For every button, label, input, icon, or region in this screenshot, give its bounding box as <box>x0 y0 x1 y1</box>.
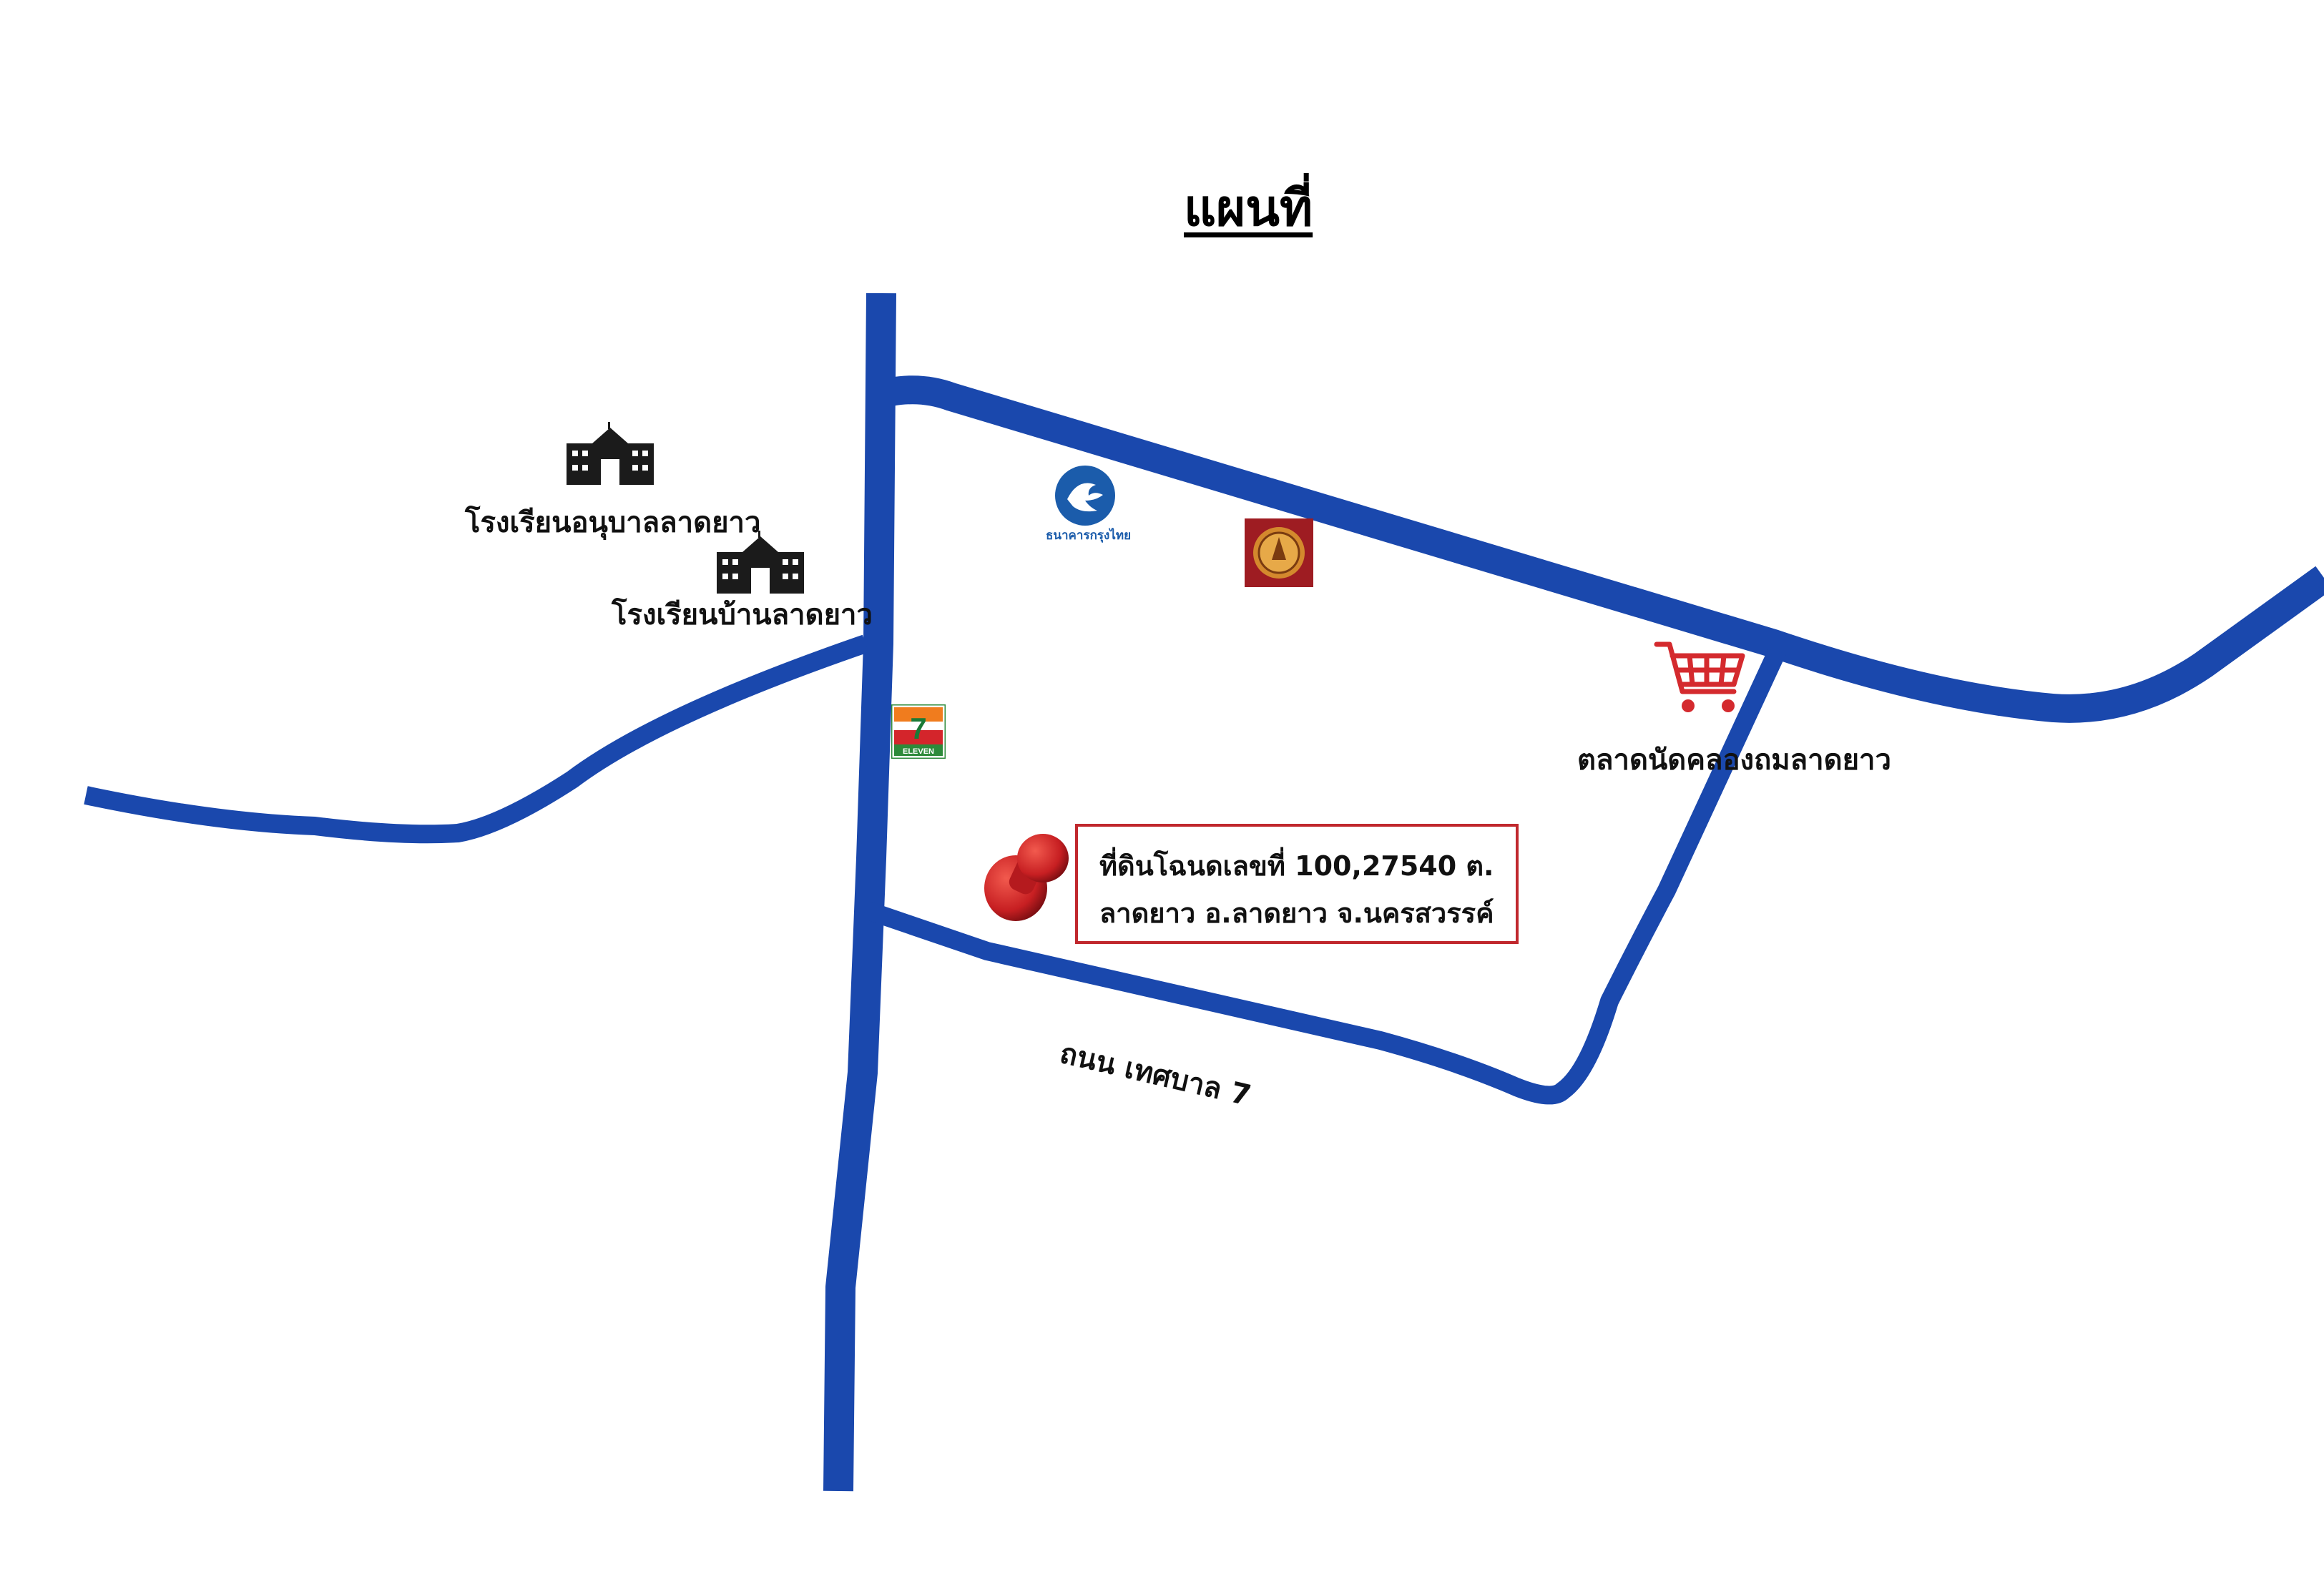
road-northeast <box>888 375 2324 723</box>
road-west <box>84 634 869 844</box>
location-pin-icon <box>984 834 1069 921</box>
school-building-icon <box>567 422 654 485</box>
kindergarten-school-label: โรงเรียนอนุบาลลาดยาว <box>465 506 761 539</box>
road-thetsaban-7 <box>862 646 1786 1105</box>
seven-eleven-number: 7 <box>910 712 926 745</box>
shopping-cart-icon <box>1654 641 1745 712</box>
land-parcel-line-2: ลาดยาว อ.ลาดยาว จ.นครสวรรค์ <box>1099 897 1494 929</box>
bank-name-label: ธนาคารกรุงไทย <box>1046 528 1132 543</box>
land-parcel-line-1: ที่ดินโฉนดเลขที่ 100,27540 ต. <box>1099 850 1494 882</box>
seven-eleven-text: ELEVEN <box>903 747 934 756</box>
seven-eleven-logo-icon: 7 ELEVEN <box>891 704 946 759</box>
road-main-vertical <box>823 292 896 1492</box>
ban-school-label: โรงเรียนบ้านลาดยาว <box>612 599 873 631</box>
market-label: ตลาดนัดคลองถมลาดยาว <box>1577 744 1891 777</box>
school-building-icon <box>717 531 804 594</box>
land-parcel-box: ที่ดินโฉนดเลขที่ 100,27540 ต. ลาดยาว อ.ล… <box>1075 824 1519 944</box>
government-seal-icon <box>1245 518 1313 587</box>
map-title: แผนที่ <box>1184 179 1313 237</box>
bank-logo-icon <box>1055 466 1115 526</box>
